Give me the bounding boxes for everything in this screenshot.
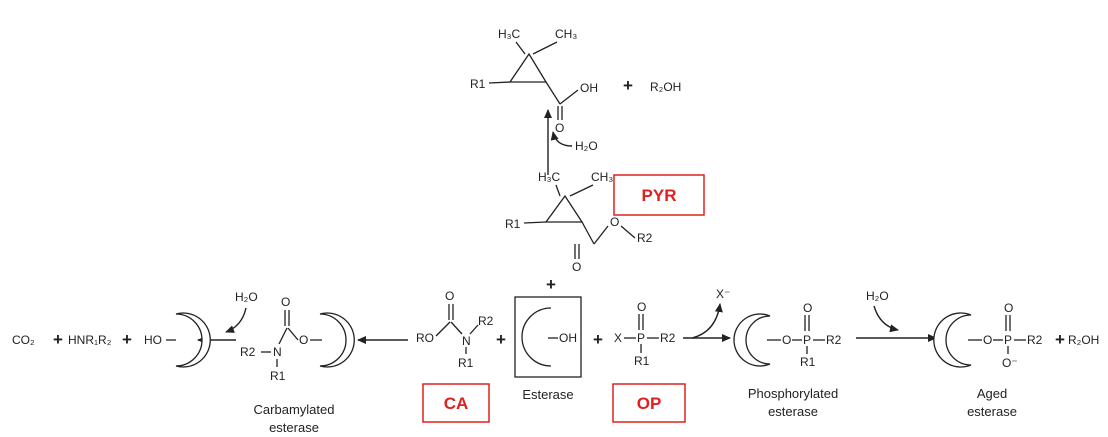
methyl-label: CH₃ bbox=[555, 27, 577, 41]
oxo-label: O bbox=[637, 300, 646, 314]
plus-sign: + bbox=[546, 275, 556, 294]
ro-label: RO bbox=[416, 331, 434, 345]
carbamylated-caption: esterase bbox=[269, 420, 319, 435]
alcohol-product-label: R₂OH bbox=[1068, 333, 1099, 347]
phosphorus-label: P bbox=[803, 333, 811, 347]
water-label: H₂O bbox=[866, 289, 889, 303]
nitrogen-label: N bbox=[273, 345, 282, 359]
carbonyl-o-label: O bbox=[445, 289, 454, 303]
op-tag: OP bbox=[637, 394, 662, 413]
enzyme-crescent bbox=[319, 312, 355, 368]
methyl-label: CH₃ bbox=[591, 170, 613, 184]
leaving-group-arrow bbox=[691, 303, 723, 339]
aged-caption: esterase bbox=[967, 404, 1017, 419]
esterase-caption: Esterase bbox=[522, 387, 573, 402]
r2-label: R2 bbox=[660, 331, 676, 345]
leaving-anion-label: X⁻ bbox=[716, 287, 730, 301]
oxo-label: O bbox=[803, 301, 812, 315]
enzyme-crescent bbox=[521, 307, 552, 367]
plus-sign: + bbox=[122, 330, 132, 349]
pyr-tag-box bbox=[613, 174, 705, 216]
carbamylated-caption: Carbamylated bbox=[254, 402, 335, 417]
methyl-label: H₃C bbox=[498, 27, 521, 41]
amine-product-label: HNR₁R₂ bbox=[68, 333, 112, 347]
carbamylated-esterase: O O N R2 R1 bbox=[240, 295, 355, 383]
pyr-tag: PYR bbox=[642, 186, 677, 205]
esterase-box bbox=[514, 296, 582, 378]
oxygen-label: O bbox=[983, 333, 992, 347]
op-tag-box bbox=[612, 383, 686, 423]
ca-tag: CA bbox=[444, 394, 469, 413]
organophosphate-molecule: X P O R2 R1 bbox=[614, 300, 676, 368]
methyl-label: H₃C bbox=[538, 170, 561, 184]
r1-label: R1 bbox=[470, 77, 486, 91]
ca-tag-box bbox=[422, 383, 490, 423]
phosphorus-label: P bbox=[637, 331, 645, 345]
r2-label: R2 bbox=[478, 314, 494, 328]
plus-sign: + bbox=[623, 76, 633, 95]
pyrethroid-ester: H₃C CH₃ R1 O R2 O bbox=[505, 170, 653, 274]
hydroxyl-label: OH bbox=[559, 331, 577, 345]
carbonyl-o-label: O bbox=[555, 121, 564, 135]
enzyme-crescent bbox=[733, 313, 771, 367]
ester-o-label: O bbox=[610, 215, 619, 229]
water-attack-arrow bbox=[550, 131, 573, 147]
r2-label: R2 bbox=[826, 333, 842, 347]
phosphorus-label: P bbox=[1004, 333, 1012, 347]
r2-label: R2 bbox=[240, 345, 256, 359]
r2-label: R2 bbox=[637, 231, 653, 245]
r1-label: R1 bbox=[634, 354, 650, 368]
r2-label: R2 bbox=[1027, 333, 1043, 347]
r1-label: R1 bbox=[505, 217, 521, 231]
oh-label: OH bbox=[580, 81, 598, 95]
plus-sign: + bbox=[53, 330, 63, 349]
oxo-label: O bbox=[1004, 301, 1013, 315]
carbamate-molecule: RO O N R2 R1 bbox=[416, 289, 494, 370]
aged-caption: Aged bbox=[977, 386, 1007, 401]
hydroxyl-label: HO bbox=[144, 333, 162, 347]
r1-label: R1 bbox=[800, 355, 816, 369]
oxygen-label: O bbox=[299, 333, 308, 347]
oxide-anion-label: O⁻ bbox=[1002, 356, 1018, 370]
plus-sign: + bbox=[593, 330, 603, 349]
leaving-group-x-label: X bbox=[614, 331, 622, 345]
enzyme-crescent bbox=[175, 312, 211, 368]
phosphorylated-caption: Phosphorylated bbox=[748, 386, 838, 401]
water-attack-arrow bbox=[873, 305, 899, 333]
oxygen-label: O bbox=[782, 333, 791, 347]
nitrogen-label: N bbox=[462, 334, 471, 348]
plus-sign: + bbox=[496, 330, 506, 349]
plus-sign: + bbox=[1055, 330, 1065, 349]
carbonyl-o-label: O bbox=[281, 295, 290, 309]
r1-label: R1 bbox=[270, 369, 286, 383]
water-label: H₂O bbox=[235, 290, 258, 304]
carbonyl-o-label: O bbox=[572, 260, 581, 274]
alcohol-product-label: R₂OH bbox=[650, 80, 681, 94]
r1-label: R1 bbox=[458, 356, 474, 370]
water-attack-arrow bbox=[225, 307, 247, 333]
pyrethroid-acid-product: H₃C CH₃ R1 OH O + R₂OH bbox=[470, 27, 681, 135]
enzyme-crescent bbox=[933, 312, 972, 368]
phosphorylated-caption: esterase bbox=[768, 404, 818, 419]
water-label: H₂O bbox=[575, 139, 598, 153]
co2-label: CO₂ bbox=[12, 333, 35, 347]
